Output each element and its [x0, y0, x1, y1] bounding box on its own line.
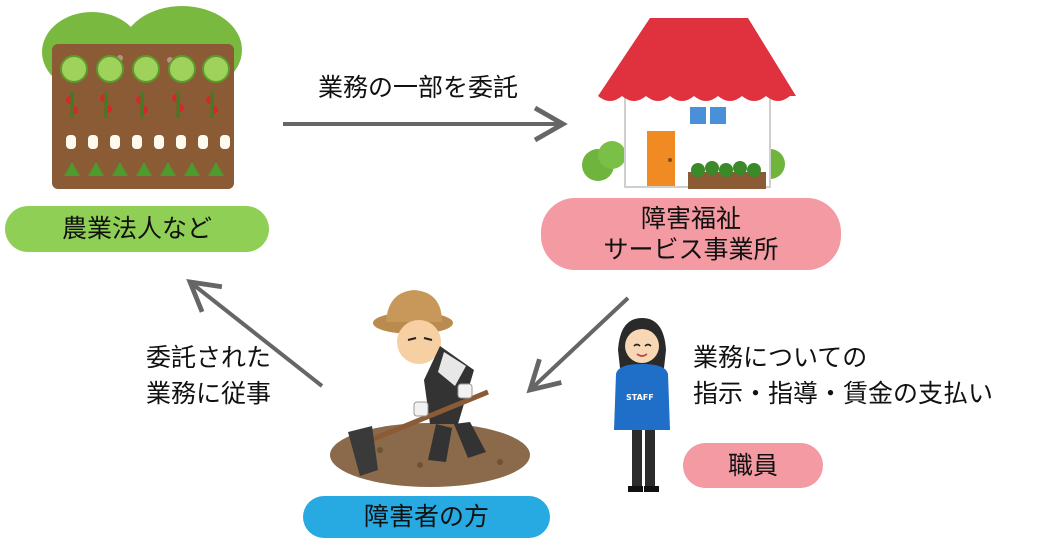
edge-instruct-line2: 指示・指導・賃金の支払い: [693, 379, 994, 408]
edge-instruct-label: 業務についての 指示・指導・賃金の支払い: [693, 340, 993, 412]
edge-engaged-line2: 業務に従事: [145, 379, 271, 408]
edge-engaged-line1: 委託された: [145, 343, 271, 372]
node-staff-label: 職員: [727, 450, 778, 480]
staff-badge: STAFF: [626, 393, 654, 402]
node-service-office-line2: サービス事業所: [603, 235, 779, 264]
edge-instruct-line1: 業務についての: [693, 343, 868, 372]
node-service-office-line1: 障害福祉: [640, 203, 741, 233]
house-icon: [582, 18, 796, 189]
node-corporation: 農業法人など: [5, 206, 269, 252]
node-corporation-label: 農業法人など: [61, 214, 212, 244]
arrow-instruct: [526, 296, 630, 394]
staff-woman-icon: STAFF: [614, 318, 670, 492]
edge-engaged-label: 委託された 業務に従事: [56, 340, 271, 412]
farm-field-icon: [42, 6, 242, 189]
node-person-label: 障害者の方: [363, 502, 489, 532]
arrow-engaged: [186, 279, 324, 388]
edge-delegate-label: 業務の一部を委託: [318, 73, 519, 102]
farmer-icon: [330, 290, 530, 487]
node-service-office: 障害福祉 サービス事業所: [541, 198, 841, 270]
node-person: 障害者の方: [303, 496, 550, 538]
node-staff: 職員: [683, 443, 823, 488]
